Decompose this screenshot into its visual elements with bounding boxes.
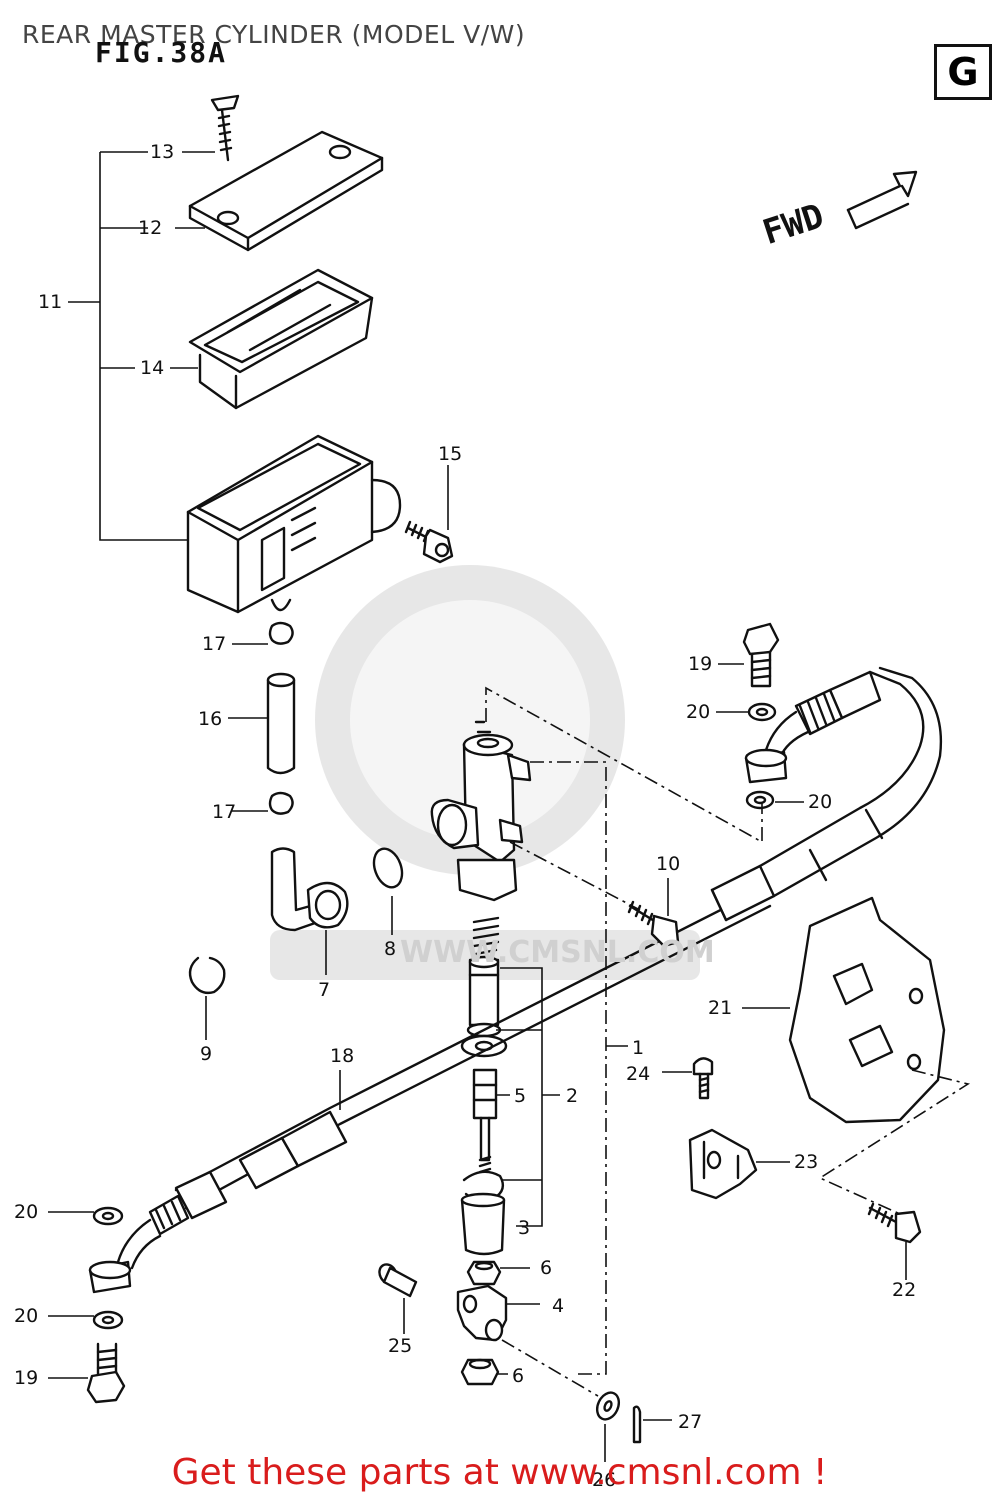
- callout-2: 2: [566, 1085, 578, 1107]
- assembly-line-22: [818, 1069, 971, 1215]
- bolt-15: [404, 465, 454, 564]
- spring: [472, 916, 500, 956]
- clip-17-lower: [232, 791, 294, 815]
- brake-hose-18: [88, 888, 772, 1294]
- callout-9: 9: [200, 1043, 212, 1065]
- callout-26: 26: [592, 1469, 616, 1491]
- cotter-pin-27: [632, 1405, 672, 1444]
- callout-23: 23: [794, 1151, 818, 1173]
- watermark-text: WWW.CMSNL.COM: [400, 935, 715, 970]
- washer-20-lower-b: [48, 1310, 124, 1330]
- banjo-bolt-19-lower: [48, 1342, 126, 1404]
- banjo-bolt-19-upper: [718, 622, 780, 688]
- reservoir-cap-12: [188, 130, 384, 252]
- callout-20-lower-a: 20: [14, 1201, 38, 1223]
- boot-3: [460, 1170, 506, 1256]
- callout-25: 25: [388, 1335, 412, 1357]
- clip-17-upper: [232, 621, 294, 645]
- assembly-line-10: [509, 841, 641, 911]
- hose-16: [228, 672, 296, 775]
- callout-20-upper-b: 20: [808, 791, 832, 813]
- callout-11: 11: [38, 291, 62, 313]
- circlip-9: [188, 956, 226, 1040]
- brake-hose-upper: [710, 666, 943, 922]
- elbow-fitting-7: [270, 847, 349, 975]
- callout-17-lower: 17: [212, 801, 236, 823]
- bracket-23: [688, 1128, 790, 1200]
- callout-1: 1: [632, 1037, 644, 1059]
- callout-18: 18: [330, 1045, 354, 1067]
- callout-3: 3: [518, 1217, 530, 1239]
- nut-6-upper: [466, 1260, 502, 1286]
- assembly-line-1: [530, 761, 607, 1375]
- callout-10: 10: [656, 853, 680, 875]
- assembly-line-pin: [501, 1339, 599, 1397]
- figure-number: FIG.38A: [95, 36, 228, 69]
- callout-6-upper: 6: [540, 1257, 552, 1279]
- callout-8: 8: [384, 938, 396, 960]
- nut-6-lower: [460, 1358, 500, 1386]
- clevis-4: [456, 1284, 508, 1342]
- callout-7: 7: [318, 979, 330, 1001]
- screw-13: [210, 94, 240, 162]
- callout-6-lower: 6: [512, 1365, 524, 1387]
- callout-20-upper-a: 20: [686, 701, 710, 723]
- section-badge: G: [934, 44, 992, 100]
- callout-19-upper: 19: [688, 653, 712, 675]
- bolt-22: [867, 1202, 922, 1280]
- callout-16: 16: [198, 708, 222, 730]
- callout-14: 14: [140, 357, 164, 379]
- washer-26: [595, 1391, 621, 1462]
- callout-19-lower: 19: [14, 1367, 38, 1389]
- bolt-10: [627, 878, 680, 948]
- footer-link[interactable]: Get these parts at www.cmsnl.com !: [171, 1452, 828, 1493]
- callout-12: 12: [138, 217, 162, 239]
- washer-20-upper-b: [745, 790, 804, 810]
- washer-20-lower-a: [48, 1206, 124, 1226]
- diaphragm-14: [188, 268, 374, 410]
- callout-5: 5: [514, 1085, 526, 1107]
- master-cylinder-body: [430, 720, 532, 902]
- callout-21: 21: [708, 997, 732, 1019]
- callout-13: 13: [150, 141, 174, 163]
- push-rod-5: [472, 1068, 498, 1174]
- callout-22: 22: [892, 1279, 916, 1301]
- callout-27: 27: [678, 1411, 702, 1433]
- callout-20-lower-b: 20: [14, 1305, 38, 1327]
- callout-17-upper: 17: [202, 633, 226, 655]
- assembly-line-top: [485, 686, 763, 844]
- callout-4: 4: [552, 1295, 564, 1317]
- page-title: REAR MASTER CYLINDER (MODEL V/W): [22, 20, 526, 49]
- callout-24: 24: [626, 1063, 650, 1085]
- washer-20-upper-a: [716, 702, 777, 722]
- callout-15: 15: [438, 443, 462, 465]
- guard-21: [742, 896, 946, 1124]
- forward-arrow-icon: [846, 170, 918, 230]
- o-ring-8: [372, 847, 404, 935]
- reservoir-body: [186, 434, 402, 614]
- bolt-24: [662, 1057, 714, 1100]
- clevis-pin-25: [378, 1263, 418, 1334]
